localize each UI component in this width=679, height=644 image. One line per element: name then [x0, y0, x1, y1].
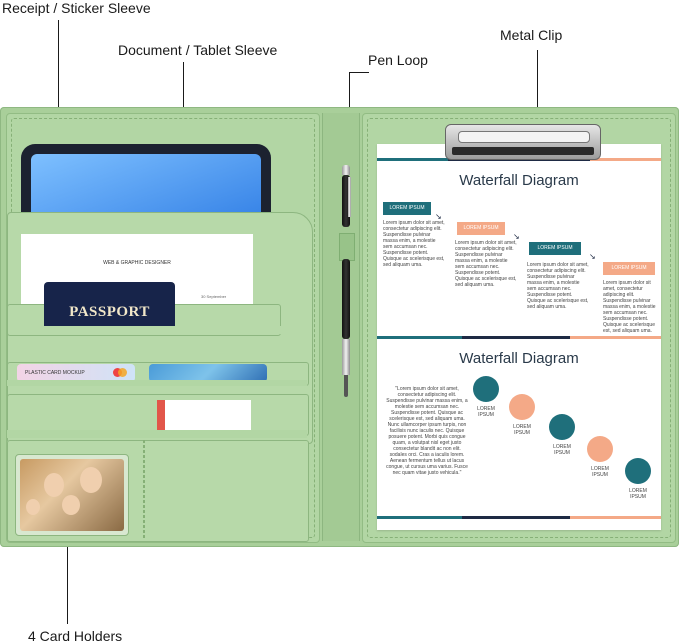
photo-person-4	[26, 499, 40, 515]
pen[interactable]	[339, 165, 355, 405]
metal-clip-callout: Metal Clip	[500, 27, 563, 43]
card-holder-2-front	[7, 430, 307, 438]
middle-stripe	[377, 336, 661, 339]
metal-clip[interactable]	[445, 124, 601, 160]
diagram-title-top: Waterfall Diagram	[459, 172, 579, 189]
plastic-card-label: PLASTIC CARD MOCKUP	[25, 370, 85, 376]
photo-person-1	[44, 473, 64, 497]
waterfall-step-1-text: Lorem ipsum dolor sit amet, consectetur …	[383, 220, 445, 268]
padfolio: WEB & GRAPHIC DESIGNER 30 September PASS…	[0, 107, 679, 547]
step-arrow-3-icon: ↘	[589, 252, 596, 261]
right-panel-stitching	[367, 118, 671, 538]
resume-date: 30 September	[201, 294, 227, 299]
clipboard-paper: Waterfall Diagram LOREM IPSUM Lorem ipsu…	[377, 144, 661, 530]
cycle-step-2-icon	[509, 394, 535, 420]
pen-grip	[342, 339, 350, 375]
blue-pattern-card	[149, 364, 267, 382]
passport: PASSPORT	[44, 282, 175, 334]
waterfall-step-2-text: Lorem ipsum dolor sit amet, consectetur …	[455, 240, 517, 288]
family-photo	[20, 459, 124, 531]
waterfall-step-1-tag: LOREM IPSUM	[383, 202, 431, 215]
step-arrow-2-icon: ↘	[513, 232, 520, 241]
cycle-step-4-label: LOREM IPSUM	[591, 466, 609, 478]
card-logo-icon	[113, 368, 127, 377]
passport-label: PASSPORT	[69, 304, 150, 320]
document-sleeve-callout: Document / Tablet Sleeve	[118, 42, 278, 58]
waterfall-step-2-tag: LOREM IPSUM	[457, 222, 505, 235]
waterfall-step-4-tag: LOREM IPSUM	[603, 262, 655, 275]
photo-person-3	[62, 495, 80, 515]
bottom-stripe	[377, 516, 661, 519]
left-panel: WEB & GRAPHIC DESIGNER 30 September PASS…	[6, 113, 320, 543]
resume-heading: WEB & GRAPHIC DESIGNER	[103, 260, 171, 266]
cycle-step-1-icon	[473, 376, 499, 402]
pen-clip	[348, 177, 351, 217]
pen-tip	[344, 375, 348, 397]
quote-text: "Lorem ipsum dolor sit amet, consectetur…	[386, 386, 468, 476]
waterfall-step-3-text: Lorem ipsum dolor sit amet, consectetur …	[527, 262, 589, 310]
cycle-step-2-label: LOREM IPSUM	[513, 424, 531, 436]
waterfall-step-4-text: Lorem ipsum dolor sit amet, consectetur …	[603, 280, 656, 334]
right-panel: Waterfall Diagram LOREM IPSUM Lorem ipsu…	[362, 113, 676, 543]
passport-pocket-front	[17, 326, 287, 334]
receipt-sleeve-callout: Receipt / Sticker Sleeve	[2, 0, 151, 16]
metal-clip-lever	[458, 131, 590, 143]
photo-window[interactable]	[15, 454, 129, 536]
metal-clip-leader-line	[537, 50, 538, 155]
card-holders-callout: 4 Card Holders	[28, 628, 123, 644]
diagram-title-bottom: Waterfall Diagram	[459, 350, 579, 367]
photo-person-2	[80, 467, 102, 493]
cycle-step-4-icon	[587, 436, 613, 462]
card-holder-1-front	[7, 380, 307, 386]
spine	[322, 113, 360, 541]
cycle-step-5-icon	[625, 458, 651, 484]
step-arrow-1-icon: ↘	[435, 212, 442, 221]
cycle-step-1-label: LOREM IPSUM	[477, 406, 495, 418]
card-holders-leader-line	[67, 530, 68, 624]
pen-cap	[342, 175, 350, 227]
pen-cap-top	[342, 165, 350, 175]
pen-loop-callout: Pen Loop	[368, 52, 428, 68]
cycle-step-3-label: LOREM IPSUM	[553, 444, 571, 456]
metal-clip-base	[452, 147, 594, 155]
pen-barrel	[342, 259, 350, 339]
plastic-card: PLASTIC CARD MOCKUP	[17, 364, 135, 382]
cycle-step-3-icon	[549, 414, 575, 440]
pen-loop-leader-h	[349, 72, 369, 73]
pen-loop-band	[339, 233, 355, 261]
cycle-step-5-label: LOREM IPSUM	[629, 488, 647, 500]
waterfall-step-3-tag: LOREM IPSUM	[529, 242, 581, 255]
card-holder-divider	[143, 440, 145, 538]
